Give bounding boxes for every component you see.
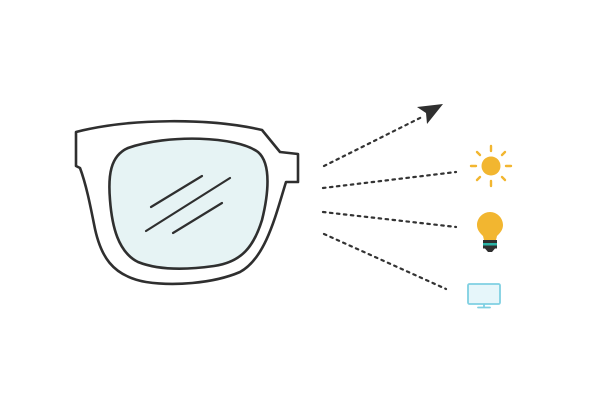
ray-bulb xyxy=(321,210,458,229)
glasses xyxy=(74,119,300,286)
sun-icon xyxy=(469,144,513,188)
lens-glare xyxy=(144,174,232,235)
monitor-icon xyxy=(467,283,501,309)
arrow-head-icon xyxy=(417,104,443,124)
ray-pointer xyxy=(322,114,426,168)
ray-sun xyxy=(321,170,458,190)
light-bulb-icon xyxy=(477,212,503,252)
ray-screen xyxy=(322,232,448,291)
light-rays xyxy=(321,114,458,291)
